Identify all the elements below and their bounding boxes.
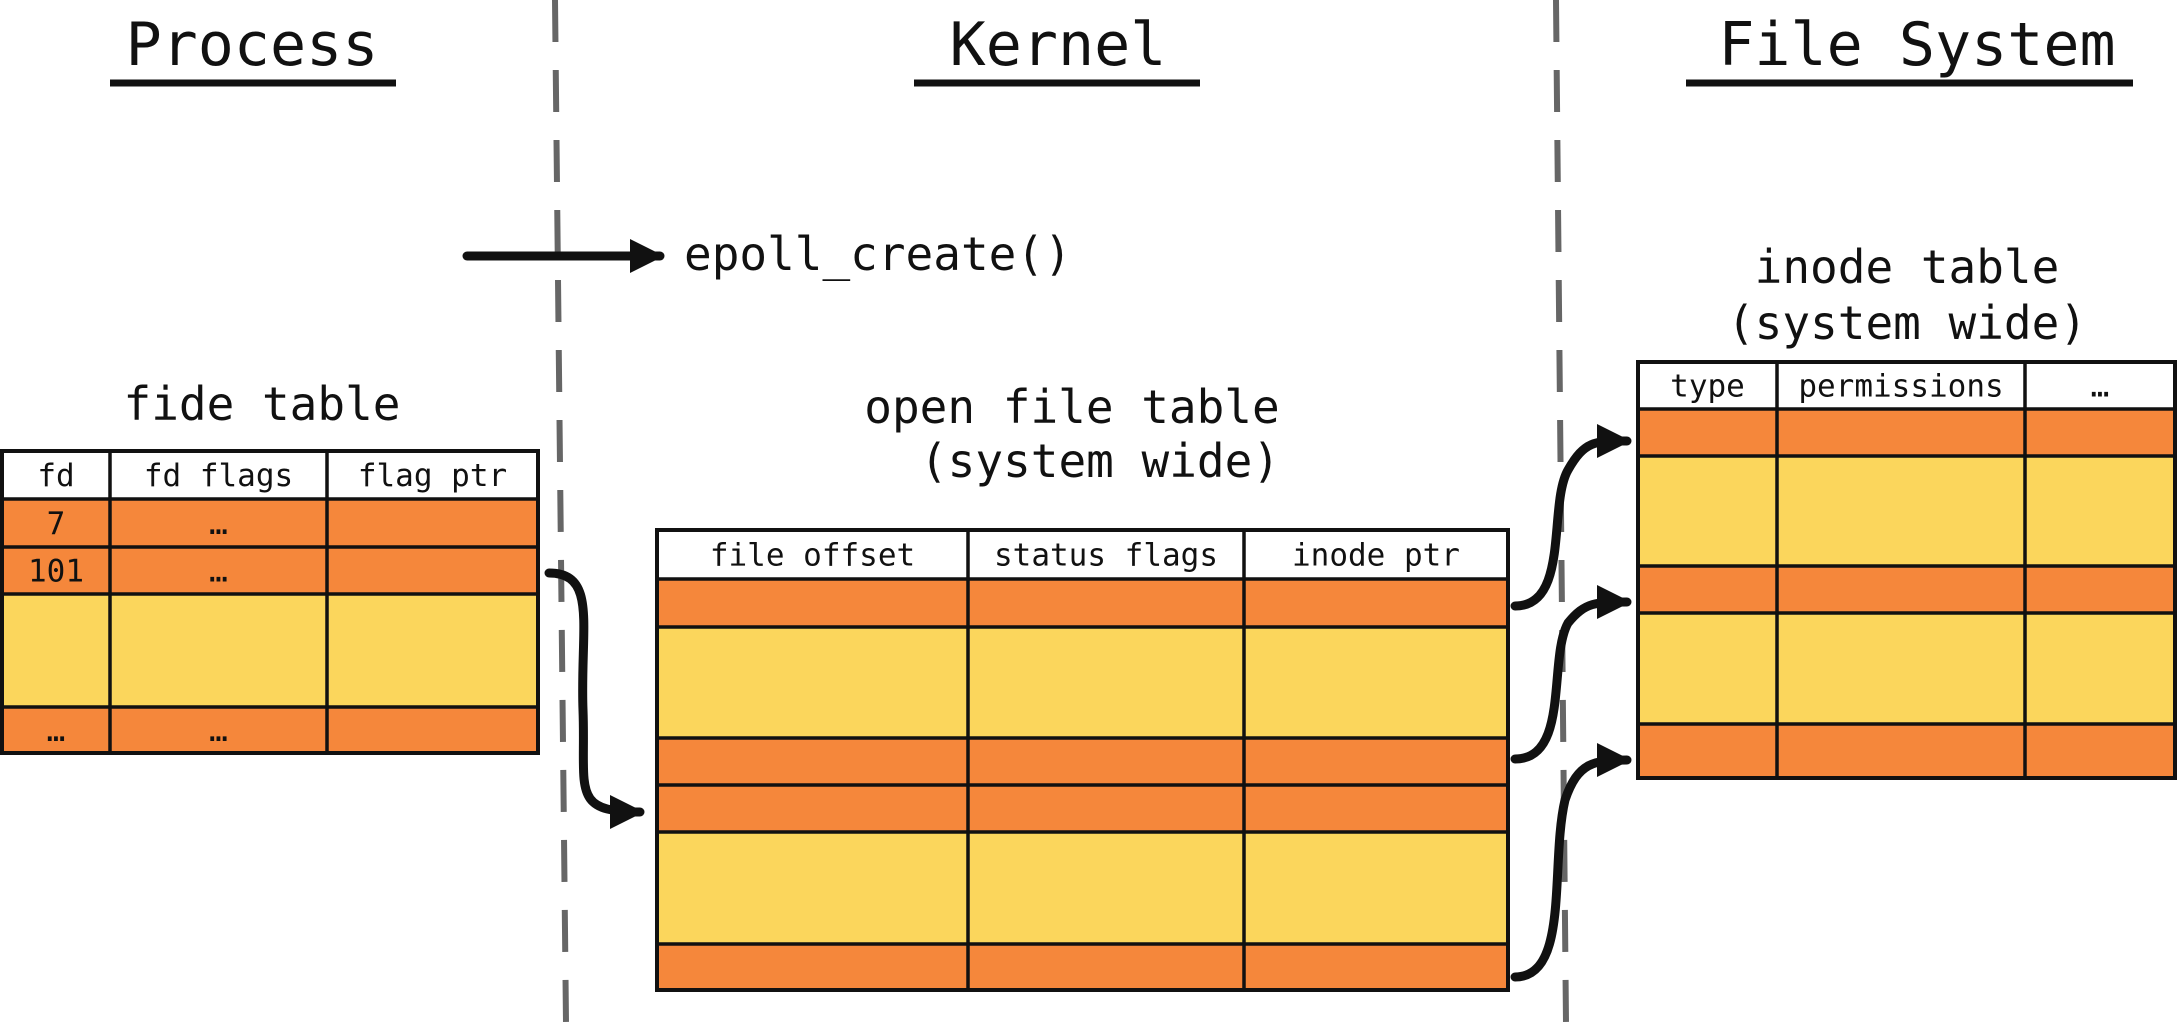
column-header: file offset <box>710 538 915 574</box>
fd-to-open-file-arrow <box>544 568 645 829</box>
process-heading: Process <box>126 10 379 80</box>
inode-table-subtitle: (system wide) <box>1727 296 2087 350</box>
fd_table-header-row <box>2 451 538 499</box>
column-header: permissions <box>1798 369 2003 405</box>
open-file-to-inode-arrow-3 <box>1510 743 1632 982</box>
inode_table-border <box>1636 360 2177 780</box>
table-cell: 101 <box>28 554 84 590</box>
inode-table: type permissions … <box>1636 360 2177 780</box>
fd-table-title: fide table <box>124 377 401 431</box>
fd_table-border <box>0 449 540 755</box>
table-row <box>2 594 538 707</box>
fd-table: fd fd flags flag ptr 7 … 101 … … … <box>0 449 540 755</box>
table-row <box>657 579 1508 627</box>
table-row <box>2 547 538 594</box>
column-header: fd <box>37 458 74 494</box>
open-file-to-inode-arrow-2 <box>1510 585 1632 764</box>
table-row <box>1638 566 2175 613</box>
table-row <box>657 785 1508 832</box>
table-row <box>1638 613 2175 724</box>
column-header: flag ptr <box>358 458 507 494</box>
column-header: … <box>2091 369 2110 405</box>
table-cell: … <box>209 554 228 590</box>
column-header: status flags <box>994 538 1218 574</box>
table-row <box>1638 456 2175 566</box>
open-file-table-title: open file table <box>864 380 1279 434</box>
table-cell: … <box>47 713 66 749</box>
column-header: type <box>1670 369 1745 405</box>
inode_table-header-row <box>1638 362 2175 409</box>
table-row <box>657 738 1508 785</box>
open-file-to-inode-arrow-1 <box>1510 423 1632 611</box>
file-system-heading: File System <box>1718 10 2115 80</box>
table-row <box>2 499 538 547</box>
kernel-heading: Kernel <box>950 10 1167 80</box>
table-cell: 7 <box>47 506 66 542</box>
column-header: inode ptr <box>1292 538 1460 574</box>
inode-table-title: inode table <box>1755 240 2060 294</box>
process-kernel-divider <box>552 0 569 1023</box>
table-row <box>1638 409 2175 456</box>
table-row <box>2 707 538 753</box>
column-header: fd flags <box>144 458 293 494</box>
table-row <box>1638 724 2175 778</box>
open_file_table-header-row <box>657 530 1508 579</box>
table-row <box>657 627 1508 738</box>
epoll-create-label: epoll_create() <box>684 227 1072 281</box>
table-row <box>657 944 1508 990</box>
open_file_table-border <box>655 528 1510 992</box>
open-file-table-subtitle: (system wide) <box>920 434 1280 488</box>
open-file-table: file offset status flags inode ptr <box>655 528 1510 992</box>
table-cell: … <box>209 506 228 542</box>
table-cell: … <box>209 713 228 749</box>
table-row <box>657 832 1508 944</box>
